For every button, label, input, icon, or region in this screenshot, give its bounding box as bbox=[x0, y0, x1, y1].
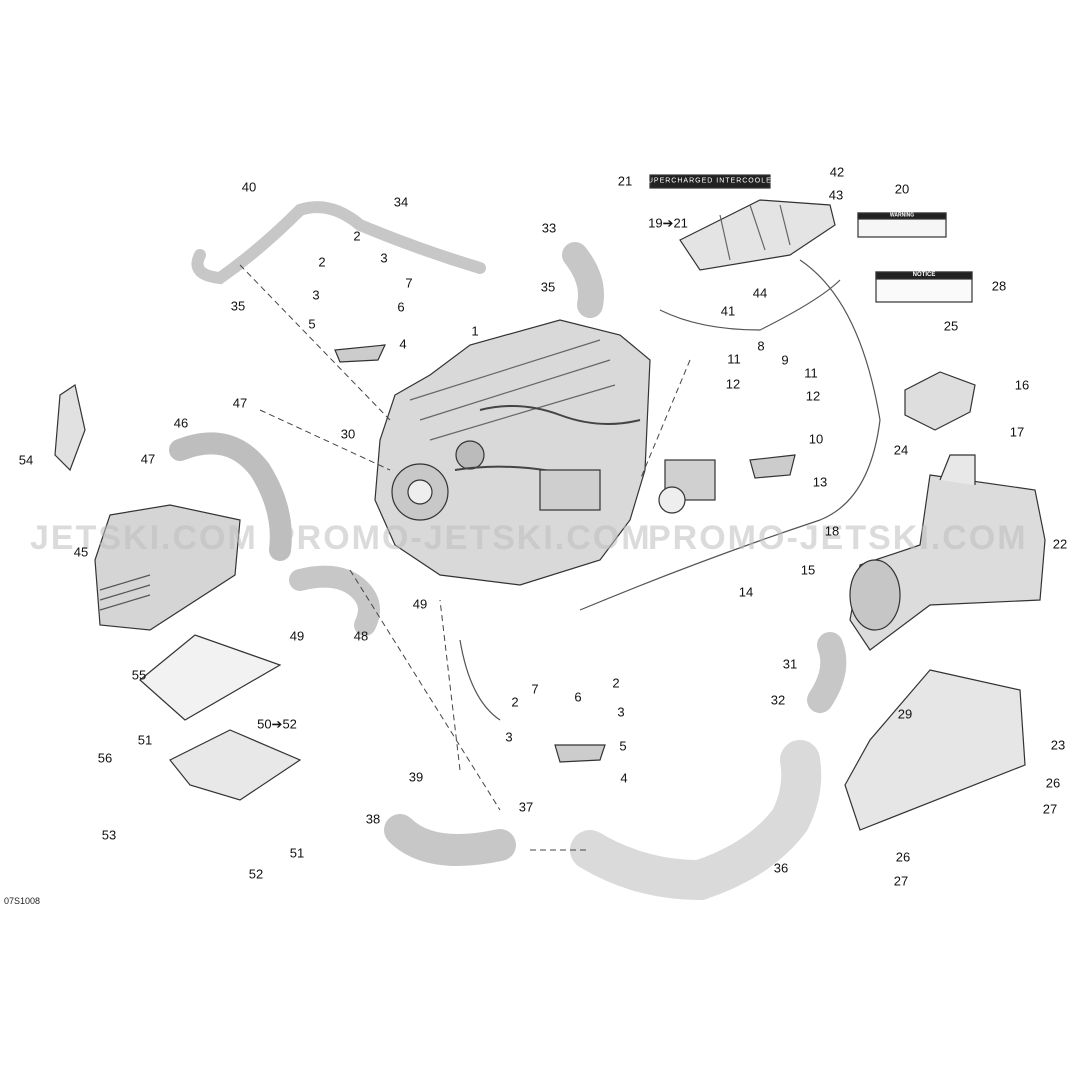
callout-35: 35 bbox=[540, 279, 556, 295]
supercharged-decal bbox=[649, 174, 771, 189]
callout-42: 42 bbox=[829, 164, 845, 180]
diagram-code: 07S1008 bbox=[4, 896, 41, 906]
mount-right bbox=[749, 454, 796, 479]
callout-3: 3 bbox=[617, 704, 625, 720]
callout-16: 16 bbox=[1014, 377, 1030, 393]
callout-22: 22 bbox=[1052, 536, 1068, 552]
manifold-cover bbox=[649, 174, 836, 271]
callout-46: 46 bbox=[173, 415, 189, 431]
watermark-promo-1: PROMO-JETSKI.COM bbox=[272, 519, 652, 557]
callout-3: 3 bbox=[505, 729, 513, 745]
callout-2: 2 bbox=[353, 228, 361, 244]
callout-5: 5 bbox=[619, 738, 627, 754]
callout-3: 3 bbox=[380, 250, 388, 266]
callout-14: 14 bbox=[738, 584, 754, 600]
callout-17: 17 bbox=[1009, 424, 1025, 440]
callout-1: 1 bbox=[471, 323, 479, 339]
callout-28: 28 bbox=[991, 278, 1007, 294]
callout-51: 51 bbox=[137, 732, 153, 748]
callout-47: 47 bbox=[140, 451, 156, 467]
callout-47: 47 bbox=[232, 395, 248, 411]
callout-44: 44 bbox=[752, 285, 768, 301]
callout-4: 4 bbox=[620, 770, 628, 786]
callout-27: 27 bbox=[1042, 801, 1058, 817]
callout-24: 24 bbox=[893, 442, 909, 458]
callout-36: 36 bbox=[773, 860, 789, 876]
callout-15: 15 bbox=[800, 562, 816, 578]
callout-2: 2 bbox=[318, 254, 326, 270]
callout-32: 32 bbox=[770, 692, 786, 708]
callout-11: 11 bbox=[804, 365, 818, 381]
callout-53: 53 bbox=[101, 827, 117, 843]
engine-block bbox=[374, 319, 651, 586]
callout-13: 13 bbox=[812, 474, 828, 490]
callout-26: 26 bbox=[895, 849, 911, 865]
watermark-jetski: JETSKI.COM bbox=[30, 519, 258, 557]
mount-upper-left bbox=[334, 344, 386, 363]
notice-title: NOTICE bbox=[912, 272, 936, 278]
airbox bbox=[849, 454, 1046, 651]
callout-12: 12 bbox=[805, 388, 821, 404]
callout-10: 10 bbox=[808, 431, 824, 447]
strap bbox=[54, 384, 86, 472]
callout-7: 7 bbox=[531, 681, 539, 697]
supercharged-text: SUPERCHARGED INTERCOOLED bbox=[642, 177, 778, 185]
callout-52: 52 bbox=[248, 866, 264, 882]
callout-33: 33 bbox=[541, 220, 557, 236]
watermark-promo-2: PROMO-JETSKI.COM bbox=[648, 519, 1028, 557]
callout-29: 29 bbox=[897, 706, 913, 722]
callout-6: 6 bbox=[397, 299, 405, 315]
callout-20: 20 bbox=[894, 181, 910, 197]
callout-6: 6 bbox=[574, 689, 582, 705]
callout-7: 7 bbox=[405, 275, 413, 291]
callout-11: 11 bbox=[727, 351, 741, 367]
callout-54: 54 bbox=[18, 452, 34, 468]
support-plate bbox=[169, 729, 302, 801]
callout-56: 56 bbox=[97, 750, 113, 766]
callout-49: 49 bbox=[289, 628, 305, 644]
callout-18: 18 bbox=[824, 523, 840, 539]
callout-9: 9 bbox=[781, 352, 789, 368]
callout-3: 3 bbox=[312, 287, 320, 303]
callout-31: 31 bbox=[782, 656, 798, 672]
callout-38: 38 bbox=[365, 811, 381, 827]
callout-35: 35 bbox=[230, 298, 246, 314]
callout-41: 41 bbox=[720, 303, 736, 319]
callout-49: 49 bbox=[412, 596, 428, 612]
mount-lower bbox=[554, 744, 606, 763]
callout-5: 5 bbox=[308, 316, 316, 332]
callout-21: 21 bbox=[617, 173, 633, 189]
warning-title: WARNING bbox=[889, 212, 915, 219]
callout-39: 39 bbox=[408, 769, 424, 785]
callout-51: 51 bbox=[289, 845, 305, 861]
callout-19-21: 19➔21 bbox=[648, 215, 688, 231]
callout-55: 55 bbox=[131, 667, 147, 683]
callout-43: 43 bbox=[828, 187, 844, 203]
callout-4: 4 bbox=[399, 336, 407, 352]
callout-2: 2 bbox=[612, 675, 620, 691]
callout-48: 48 bbox=[353, 628, 369, 644]
callout-25: 25 bbox=[943, 318, 959, 334]
callout-37: 37 bbox=[518, 799, 534, 815]
flame-arrester bbox=[904, 371, 976, 431]
callout-26: 26 bbox=[1045, 775, 1061, 791]
heat-shield bbox=[139, 634, 282, 721]
callout-45: 45 bbox=[73, 544, 89, 560]
callout-8: 8 bbox=[757, 338, 765, 354]
callout-2: 2 bbox=[511, 694, 519, 710]
callout-30: 30 bbox=[340, 426, 356, 442]
airbox-lower bbox=[844, 669, 1026, 831]
callout-50-52: 50➔52 bbox=[257, 716, 297, 732]
intercooler bbox=[94, 504, 241, 631]
callout-34: 34 bbox=[393, 194, 409, 210]
callout-23: 23 bbox=[1050, 737, 1066, 753]
callout-27: 27 bbox=[893, 873, 909, 889]
callout-12: 12 bbox=[725, 376, 741, 392]
callout-40: 40 bbox=[241, 179, 257, 195]
